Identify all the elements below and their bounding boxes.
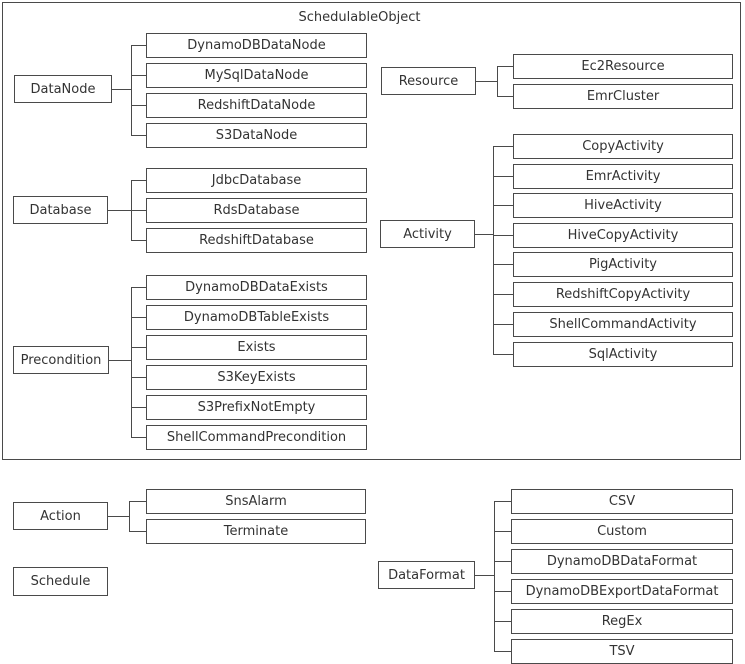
class-box-activity: Activity xyxy=(380,220,475,248)
subclass-box: S3KeyExists xyxy=(146,365,367,390)
connector-line xyxy=(494,501,495,652)
subclass-box: RdsDatabase xyxy=(146,198,367,223)
connector-line xyxy=(493,324,513,325)
subclass-box: DynamoDBDataExists xyxy=(146,275,367,300)
subclass-box: RedshiftDataNode xyxy=(146,93,367,118)
connector-line xyxy=(494,531,511,532)
subclass-box: Exists xyxy=(146,335,367,360)
diagram-title: SchedulableObject xyxy=(298,10,421,25)
connector-line xyxy=(493,146,513,147)
connector-line xyxy=(475,234,493,235)
subclass-box: TSV xyxy=(511,639,733,664)
connector-line xyxy=(494,651,511,652)
subclass-box: Ec2Resource xyxy=(513,54,733,79)
connector-line xyxy=(493,205,513,206)
subclass-box: DynamoDBDataNode xyxy=(146,33,367,58)
subclass-box: RedshiftCopyActivity xyxy=(513,282,733,307)
subclass-box: HiveActivity xyxy=(513,193,733,218)
subclass-box: CSV xyxy=(511,489,733,514)
connector-line xyxy=(131,407,146,408)
subclass-box: RedshiftDatabase xyxy=(146,228,367,253)
class-box-database: Database xyxy=(13,196,108,224)
connector-line xyxy=(475,575,494,576)
connector-line xyxy=(131,45,132,136)
connector-line xyxy=(497,66,498,97)
connector-line xyxy=(494,561,511,562)
subclass-box: ShellCommandPrecondition xyxy=(146,425,367,450)
connector-line xyxy=(108,210,131,211)
connector-line xyxy=(129,531,146,532)
subclass-box: DynamoDBTableExists xyxy=(146,305,367,330)
class-box-precondition: Precondition xyxy=(13,346,109,374)
connector-line xyxy=(493,294,513,295)
subclass-box: RegEx xyxy=(511,609,733,634)
connector-line xyxy=(493,235,513,236)
connector-line xyxy=(112,89,131,90)
connector-line xyxy=(494,621,511,622)
connector-line xyxy=(131,75,146,76)
connector-line xyxy=(497,66,513,67)
connector-line xyxy=(131,105,146,106)
subclass-box: SnsAlarm xyxy=(146,489,366,514)
connector-line xyxy=(131,317,146,318)
class-box-datanode: DataNode xyxy=(14,75,112,103)
subclass-box: S3DataNode xyxy=(146,123,367,148)
connector-line xyxy=(131,210,146,211)
connector-line xyxy=(109,360,131,361)
subclass-box: PigActivity xyxy=(513,252,733,277)
connector-line xyxy=(476,81,497,82)
connector-line xyxy=(493,264,513,265)
connector-line xyxy=(493,176,513,177)
subclass-box: Custom xyxy=(511,519,733,544)
class-box-dataformat: DataFormat xyxy=(378,561,475,589)
connector-line xyxy=(131,377,146,378)
class-box-resource: Resource xyxy=(381,67,476,95)
connector-line xyxy=(129,501,130,532)
connector-line xyxy=(493,146,494,355)
connector-line xyxy=(131,45,146,46)
connector-line xyxy=(131,287,146,288)
connector-line xyxy=(497,96,513,97)
subclass-box: CopyActivity xyxy=(513,134,733,159)
subclass-box: MySqlDataNode xyxy=(146,63,367,88)
subclass-box: ShellCommandActivity xyxy=(513,312,733,337)
connector-line xyxy=(108,516,129,517)
connector-line xyxy=(131,240,146,241)
subclass-box: S3PrefixNotEmpty xyxy=(146,395,367,420)
connector-line xyxy=(494,591,511,592)
subclass-box: EmrCluster xyxy=(513,84,733,109)
subclass-box: SqlActivity xyxy=(513,342,733,367)
connector-line xyxy=(494,501,511,502)
connector-line xyxy=(129,501,146,502)
subclass-box: HiveCopyActivity xyxy=(513,223,733,248)
connector-line xyxy=(131,437,146,438)
connector-line xyxy=(131,287,132,438)
connector-line xyxy=(493,354,513,355)
subclass-box: JdbcDatabase xyxy=(146,168,367,193)
connector-line xyxy=(131,135,146,136)
connector-line xyxy=(131,347,146,348)
subclass-box: Terminate xyxy=(146,519,366,544)
class-box-action: Action xyxy=(13,502,108,530)
subclass-box: DynamoDBDataFormat xyxy=(511,549,733,574)
class-box-schedule: Schedule xyxy=(13,567,108,596)
connector-line xyxy=(131,180,146,181)
subclass-box: EmrActivity xyxy=(513,164,733,189)
subclass-box: DynamoDBExportDataFormat xyxy=(511,579,733,604)
